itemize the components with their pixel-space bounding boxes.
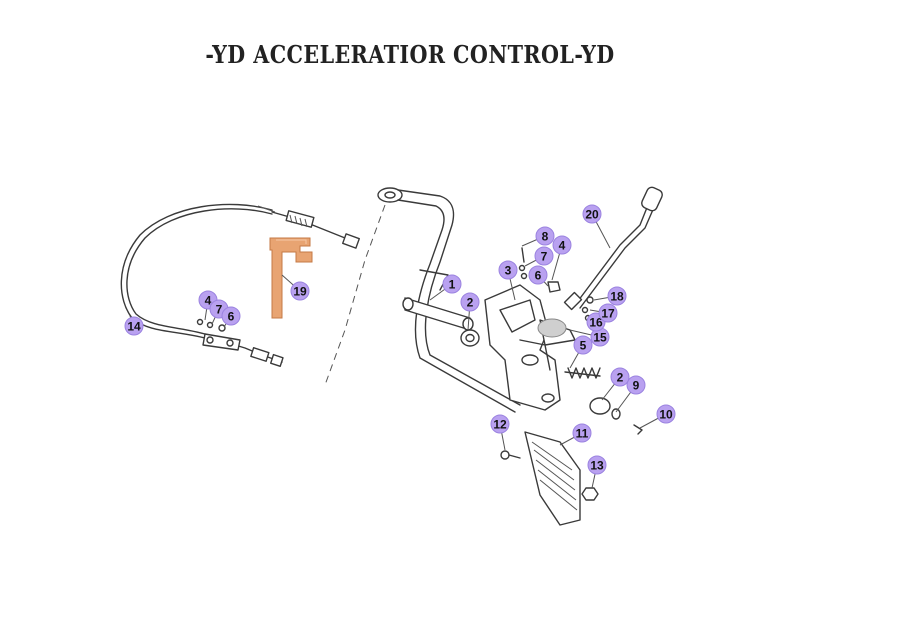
callout-circle <box>221 306 241 326</box>
callout-15[interactable]: 15 <box>590 327 610 347</box>
callout-number: 5 <box>580 339 587 353</box>
callout-9[interactable]: 9 <box>626 375 646 395</box>
callout-circle <box>124 316 144 336</box>
throttle-pull-rod <box>563 186 663 322</box>
callout-number: 4 <box>559 239 566 253</box>
callout-1[interactable]: 1 <box>442 274 462 294</box>
callout-number: 18 <box>610 290 624 304</box>
accelerator-pedal-assembly <box>377 187 643 526</box>
callout-number: 15 <box>593 331 607 345</box>
callout-11[interactable]: 11 <box>572 423 592 443</box>
callout-circle <box>528 265 548 285</box>
callout-number: 8 <box>542 230 549 244</box>
callout-circle <box>490 414 510 434</box>
callout-19[interactable]: 19 <box>290 281 310 301</box>
callout-circle <box>598 303 618 323</box>
callout-circle <box>572 423 592 443</box>
callout-4[interactable]: 4 <box>552 235 572 255</box>
callout-circle <box>552 235 572 255</box>
callout-circle <box>656 404 676 424</box>
callout-circle <box>498 260 518 280</box>
callout-number: 7 <box>541 250 548 264</box>
callout-number: 14 <box>127 320 141 334</box>
callout-2[interactable]: 2 <box>460 292 480 312</box>
callout-circle <box>573 335 593 355</box>
callout-circle <box>442 274 462 294</box>
callout-18[interactable]: 18 <box>607 286 627 306</box>
callout-number: 13 <box>590 459 604 473</box>
callout-8[interactable]: 8 <box>535 226 555 246</box>
cable-bracket-highlighted <box>269 237 313 319</box>
callout-number: 16 <box>589 316 603 330</box>
callout-circle <box>534 246 554 266</box>
throttle-cable <box>120 203 360 368</box>
callout-7[interactable]: 7 <box>534 246 554 266</box>
callout-number: 6 <box>228 310 235 324</box>
callout-6[interactable]: 6 <box>528 265 548 285</box>
callout-circle <box>290 281 310 301</box>
callout-number: 7 <box>216 303 223 317</box>
callout-circle <box>607 286 627 306</box>
callout-circle <box>582 204 602 224</box>
callout-number: 12 <box>493 418 507 432</box>
callout-6[interactable]: 6 <box>221 306 241 326</box>
callout-number: 11 <box>576 427 589 441</box>
callout-number: 2 <box>617 371 624 385</box>
callout-12[interactable]: 12 <box>490 414 510 434</box>
callout-13[interactable]: 13 <box>587 455 607 475</box>
callout-number: 19 <box>293 285 307 299</box>
callout-14[interactable]: 14 <box>124 316 144 336</box>
callout-number: 6 <box>535 269 542 283</box>
callout-number: 20 <box>585 208 599 222</box>
callout-circle <box>535 226 555 246</box>
diagram-title: -YD ACCELERATIOR CONTROL-YD <box>205 40 615 69</box>
callout-2[interactable]: 2 <box>610 367 630 387</box>
callout-number: 1 <box>449 278 456 292</box>
callout-circle <box>626 375 646 395</box>
reference-dashed-line <box>324 204 386 386</box>
callout-number: 10 <box>659 408 673 422</box>
callout-20[interactable]: 20 <box>582 204 602 224</box>
callout-number: 3 <box>505 264 512 278</box>
callout-circle <box>587 455 607 475</box>
callout-5[interactable]: 5 <box>573 335 593 355</box>
callout-10[interactable]: 10 <box>656 404 676 424</box>
callout-17[interactable]: 17 <box>598 303 618 323</box>
callout-circle <box>610 367 630 387</box>
callout-circle <box>460 292 480 312</box>
callout-number: 17 <box>601 307 615 321</box>
callout-3[interactable]: 3 <box>498 260 518 280</box>
callout-number: 2 <box>467 296 474 310</box>
callout-number: 9 <box>633 379 640 393</box>
callout-number: 4 <box>205 294 212 308</box>
